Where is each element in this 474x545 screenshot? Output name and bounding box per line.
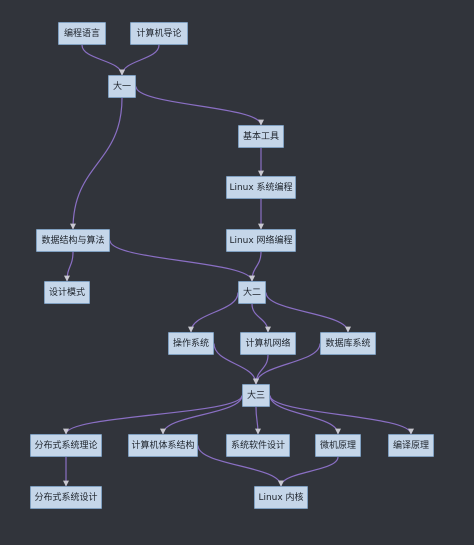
node-basic-tools: 基本工具 — [238, 125, 284, 148]
node-distributed-theory: 分布式系统理论 — [30, 434, 102, 457]
node-distributed-design: 分布式系统设计 — [30, 486, 102, 509]
node-linux-network-programming: Linux 网络编程 — [226, 229, 296, 252]
edge-shuju_jiegou-to-daer — [109, 240, 255, 282]
node-data-structures: 数据结构与算法 — [36, 229, 110, 252]
node-design-patterns: 设计模式 — [44, 281, 90, 304]
node-intro-to-computing: 计算机导论 — [130, 22, 188, 45]
edge-shuju_jiegou-to-sheji_moshi — [64, 251, 74, 282]
node-microcomputer-principles: 微机原理 — [315, 434, 361, 457]
node-computer-architecture: 计算机体系结构 — [128, 434, 198, 457]
edge-linux_wangluo-to-daer — [249, 251, 262, 282]
edge-dasan-to-weiji — [269, 395, 341, 435]
edge-shujuku-to-dasan — [253, 343, 321, 385]
edge-bianchengyuyan-to-dayi — [81, 44, 125, 76]
node-compiler-principles: 编译原理 — [388, 434, 434, 457]
edge-dasan-to-fenbushi_lilun — [63, 395, 243, 435]
node-operating-systems: 操作系统 — [168, 332, 214, 355]
node-junior-year: 大三 — [242, 384, 270, 407]
edge-dayi-to-shuju_jiegou — [70, 97, 123, 230]
edge-daer-to-caozuo_xitong — [188, 292, 239, 333]
node-linux-system-programming: Linux 系统编程 — [226, 176, 296, 199]
edge-daer-to-jisuanji_wangluo — [251, 303, 271, 333]
node-sophomore-year: 大二 — [238, 281, 266, 304]
edge-caozuo_xitong-to-dasan — [213, 343, 259, 385]
node-system-software-design: 系统软件设计 — [226, 434, 290, 457]
edge-dasan-to-tixi_jiegou — [160, 395, 243, 435]
node-computer-networks: 计算机网络 — [240, 332, 296, 355]
edge-tixi_jiegou-to-linux_neihe — [197, 445, 284, 487]
node-programming-language: 编程语言 — [58, 22, 106, 45]
edge-daer-to-shujuku — [265, 292, 351, 333]
edge-jisuanjidaolun-to-dayi — [119, 44, 160, 76]
node-freshman-year: 大一 — [108, 75, 136, 98]
edge-dasan-to-xitong_ruanjian — [254, 406, 261, 435]
node-database-systems: 数据库系统 — [320, 332, 376, 355]
edge-dayi-to-jibengongju — [135, 86, 264, 126]
node-linux-kernel: Linux 内核 — [254, 486, 308, 509]
edge-weiji-to-linux_neihe — [278, 456, 339, 487]
edge-dasan-to-bianyi — [269, 395, 414, 435]
